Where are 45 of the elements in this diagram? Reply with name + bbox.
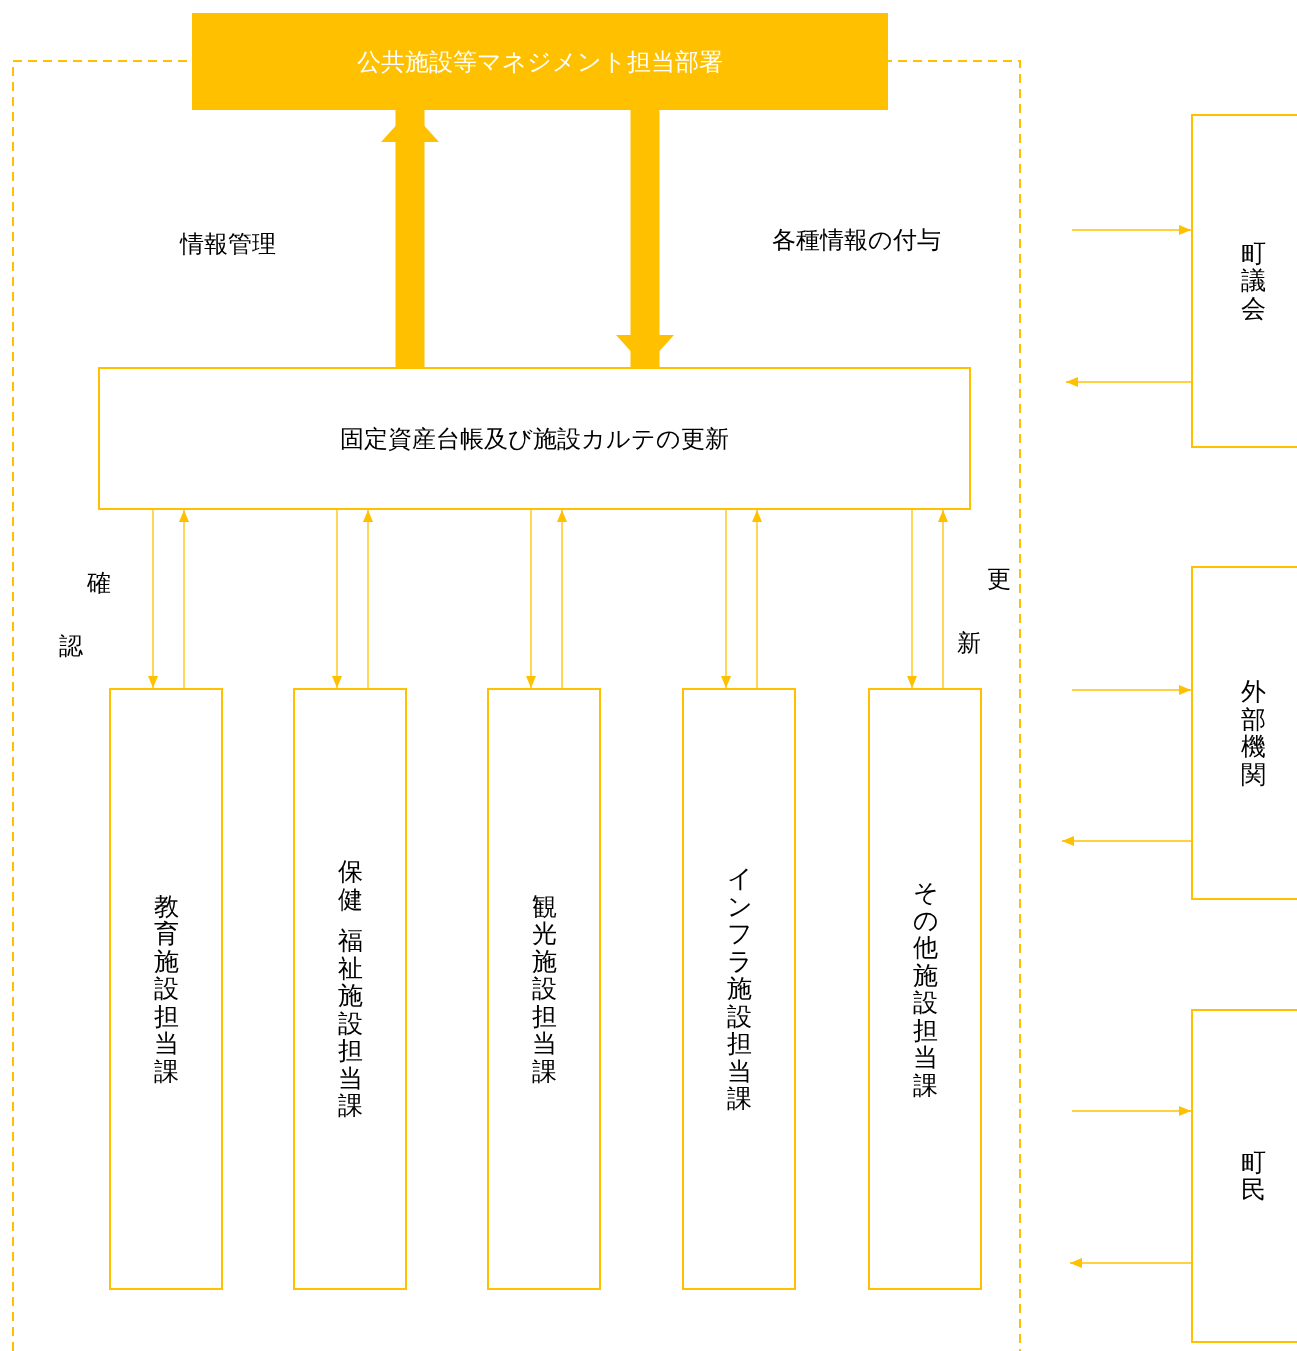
stakeholder-box xyxy=(1191,1009,1297,1343)
node-label: 町議会 xyxy=(1240,239,1266,323)
section-box xyxy=(109,688,223,1290)
arrow xyxy=(148,509,158,689)
arrow xyxy=(179,509,189,689)
arrow xyxy=(526,509,536,689)
arrow xyxy=(363,509,373,689)
arrow xyxy=(332,509,342,689)
node-label: 固定資産台帳及び施設カルテの更新 xyxy=(340,423,729,455)
arrow xyxy=(381,110,439,367)
node-label: 保健 xyxy=(337,858,363,914)
arrow xyxy=(1065,377,1192,387)
section-box xyxy=(682,688,796,1290)
section-box xyxy=(868,688,982,1290)
arrow xyxy=(1069,1258,1192,1268)
arrow xyxy=(752,509,762,689)
annotation-label: 更 xyxy=(987,564,1011,595)
arrow xyxy=(1071,225,1192,235)
stakeholder-box xyxy=(1191,566,1297,900)
node-label: 福祉施設担当課 xyxy=(337,927,363,1120)
node-label: 教育施設担当課 xyxy=(153,892,179,1086)
annotation-label: 認 xyxy=(59,631,83,662)
section-box xyxy=(487,688,601,1290)
annotation-label: 情報管理 xyxy=(180,229,276,260)
arrow xyxy=(616,110,674,367)
node-label: 観光施設担当課 xyxy=(531,892,557,1086)
arrow xyxy=(938,509,948,689)
arrow xyxy=(721,509,731,689)
arrow xyxy=(907,509,917,689)
arrow xyxy=(1071,685,1192,695)
node-label: 外部機関 xyxy=(1240,678,1266,788)
node-label: インフラ施設担当課 xyxy=(726,865,752,1113)
stakeholder-box xyxy=(1191,114,1297,448)
arrow xyxy=(557,509,567,689)
node-label: その他施設担当課 xyxy=(912,879,938,1099)
arrow xyxy=(1071,1106,1192,1116)
section-box xyxy=(293,688,407,1290)
banner-title: 公共施設等マネジメント担当部署 xyxy=(357,46,723,78)
annotation-label: 確 xyxy=(87,568,111,599)
process-box xyxy=(98,367,971,510)
annotation-label: 各種情報の付与 xyxy=(772,225,941,256)
arrow xyxy=(1061,836,1192,846)
node-label: 町民 xyxy=(1240,1148,1266,1204)
annotation-label: 新 xyxy=(957,628,981,659)
department-banner xyxy=(192,13,888,110)
